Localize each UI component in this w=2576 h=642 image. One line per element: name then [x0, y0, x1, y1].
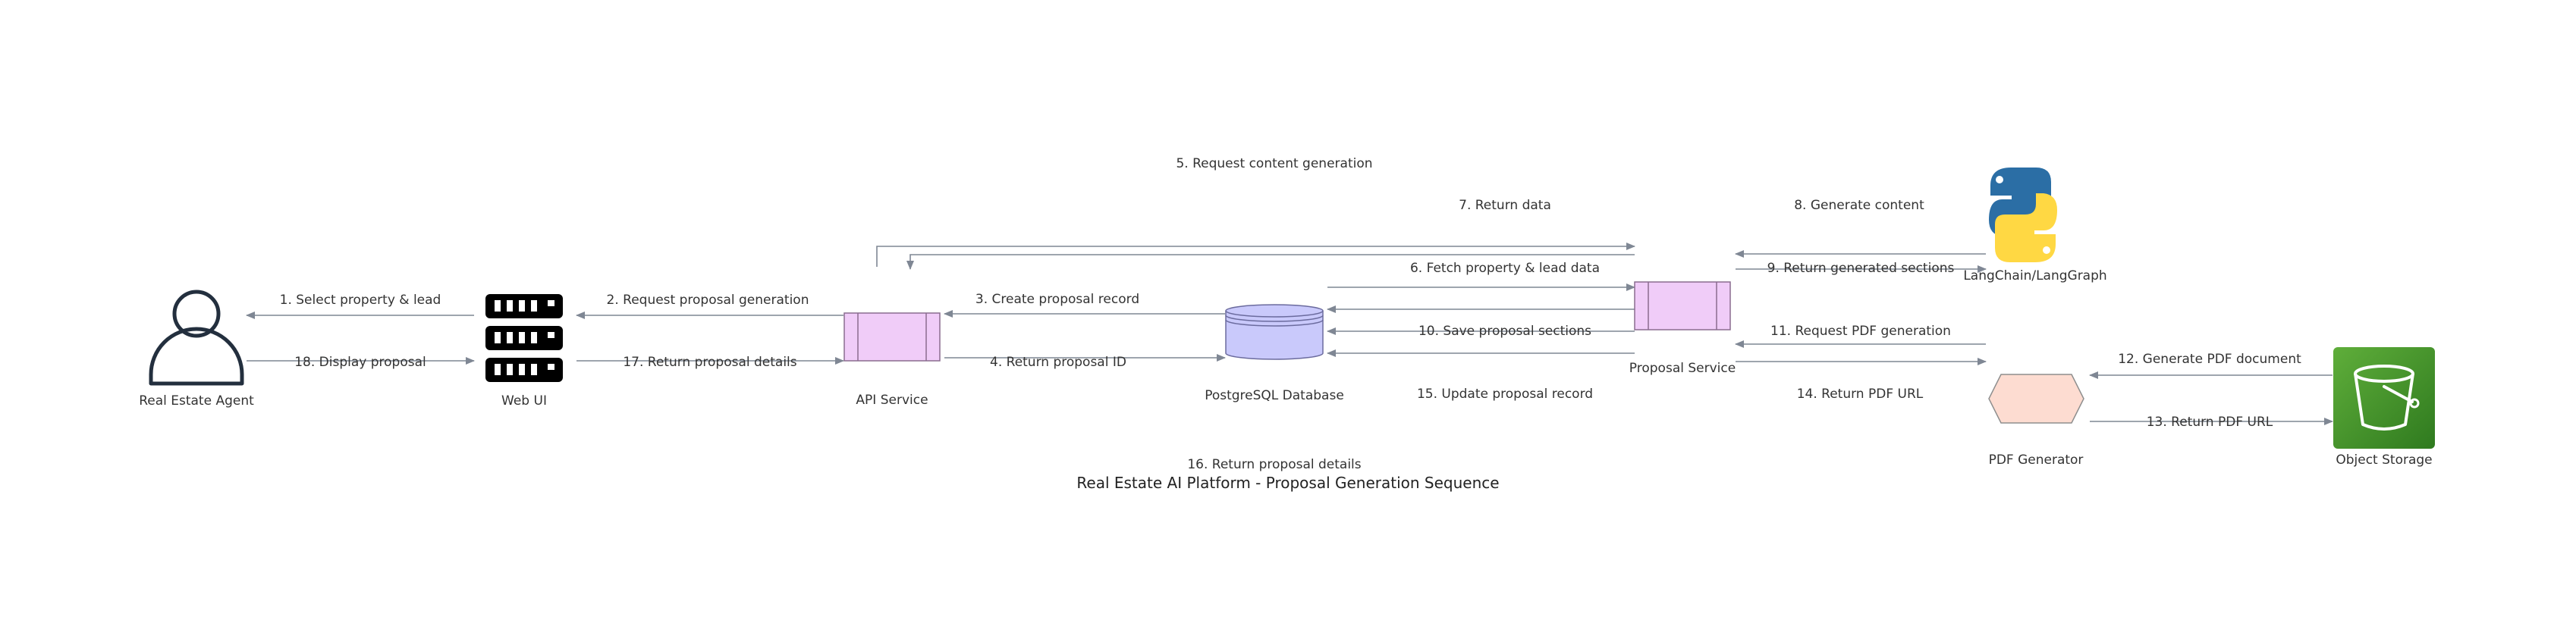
database-cylinder-icon — [1225, 304, 1324, 360]
storage-label: Object Storage — [2336, 453, 2432, 468]
node-proposal-service: Proposal Service — [1629, 281, 1736, 376]
process-box-icon — [1634, 281, 1731, 330]
proposal-label: Proposal Service — [1629, 361, 1736, 376]
edge-labels: 1. Select property & lead 18. Display pr… — [280, 156, 2301, 472]
step-5-label: 5. Request content generation — [1176, 156, 1372, 171]
python-logo-icon — [1989, 168, 2057, 262]
step-17-label: 17. Return proposal details — [623, 355, 796, 370]
step-9-label: 9. Return generated sections — [1767, 261, 1955, 276]
node-langchain-langgraph: LangChain/LangGraph — [1963, 168, 2107, 283]
step-8-label: 8. Generate content — [1794, 198, 1924, 213]
agent-label: Real Estate Agent — [139, 393, 254, 409]
step-3-label: 3. Create proposal record — [975, 292, 1139, 307]
edge-5 — [876, 243, 1635, 267]
edge-7 — [906, 254, 1635, 270]
edges — [246, 243, 2333, 425]
node-object-storage: Object Storage — [2333, 347, 2435, 468]
step-10-label: 10. Save proposal sections — [1418, 324, 1591, 339]
db-label: PostgreSQL Database — [1205, 388, 1344, 403]
node-real-estate-agent: Real Estate Agent — [139, 290, 254, 409]
server-icon — [485, 294, 563, 382]
bucket-icon — [2333, 347, 2435, 449]
node-web-ui: Web UI — [485, 294, 563, 409]
user-icon — [149, 290, 244, 386]
step-14-label: 14. Return PDF URL — [1797, 387, 1924, 402]
step-7-label: 7. Return data — [1459, 198, 1551, 213]
langchain-label: LangChain/LangGraph — [1963, 268, 2106, 283]
step-2-label: 2. Request proposal generation — [607, 293, 809, 308]
step-16-label: 16. Return proposal details — [1187, 457, 1361, 472]
step-6-label: 6. Fetch property & lead data — [1410, 261, 1600, 276]
process-box-icon — [843, 312, 941, 362]
hexagon-icon — [1988, 374, 2084, 424]
node-api-service: API Service — [843, 312, 941, 408]
step-15-label: 15. Update proposal record — [1417, 387, 1593, 402]
step-4-label: 4. Return proposal ID — [990, 355, 1126, 370]
node-postgresql-database: PostgreSQL Database — [1205, 304, 1344, 403]
step-13-label: 13. Return PDF URL — [2147, 415, 2273, 430]
api-label: API Service — [856, 393, 928, 408]
step-12-label: 12. Generate PDF document — [2118, 352, 2301, 367]
node-pdf-generator: PDF Generator — [1988, 374, 2084, 468]
step-11-label: 11. Request PDF generation — [1770, 324, 1951, 339]
step-18-label: 18. Display proposal — [294, 355, 426, 370]
diagram-title: Real Estate AI Platform - Proposal Gener… — [1076, 474, 1499, 492]
step-1-label: 1. Select property & lead — [280, 293, 441, 308]
webui-label: Web UI — [501, 393, 547, 409]
pdfgen-label: PDF Generator — [1989, 453, 2084, 468]
